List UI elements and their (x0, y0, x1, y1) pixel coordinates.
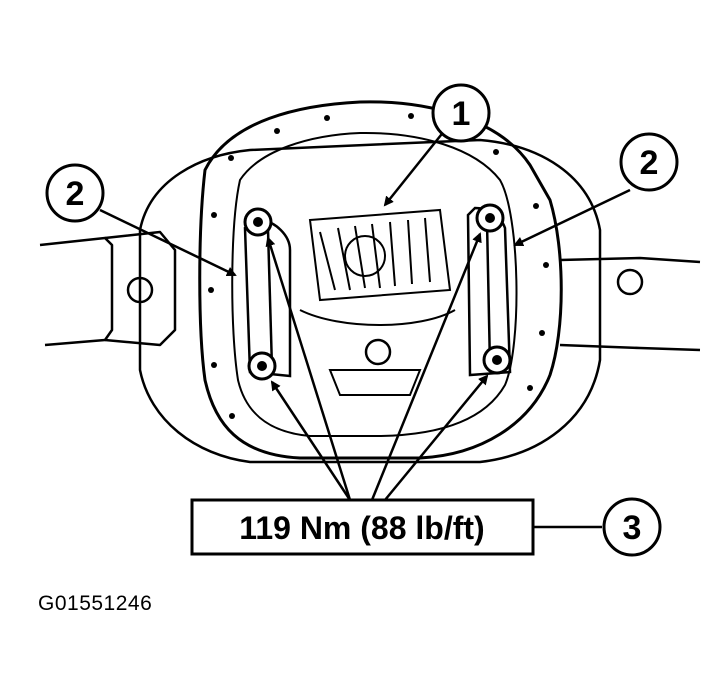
figure-id: G01551246 (38, 592, 153, 615)
callout-2-left: 2 (45, 163, 105, 223)
flange-bolt-holes (208, 113, 549, 419)
callout-2-right: 2 (619, 132, 679, 192)
axle-vent-holes (126, 268, 644, 366)
axle-housing (39, 100, 701, 464)
ring-gear (299, 208, 456, 396)
torque-spec-box: 119 Nm (88 lb/ft) (190, 498, 535, 556)
callout-2-right-label: 2 (640, 144, 659, 182)
callout-3-label: 3 (623, 509, 642, 547)
callout-1: 1 (431, 83, 491, 143)
torque-spec-label: 119 Nm (88 lb/ft) (239, 510, 484, 546)
leader-lines (99, 129, 631, 501)
callout-3: 3 (602, 497, 662, 557)
callout-1-label: 1 (452, 95, 471, 133)
callout-2-left-label: 2 (66, 175, 85, 213)
